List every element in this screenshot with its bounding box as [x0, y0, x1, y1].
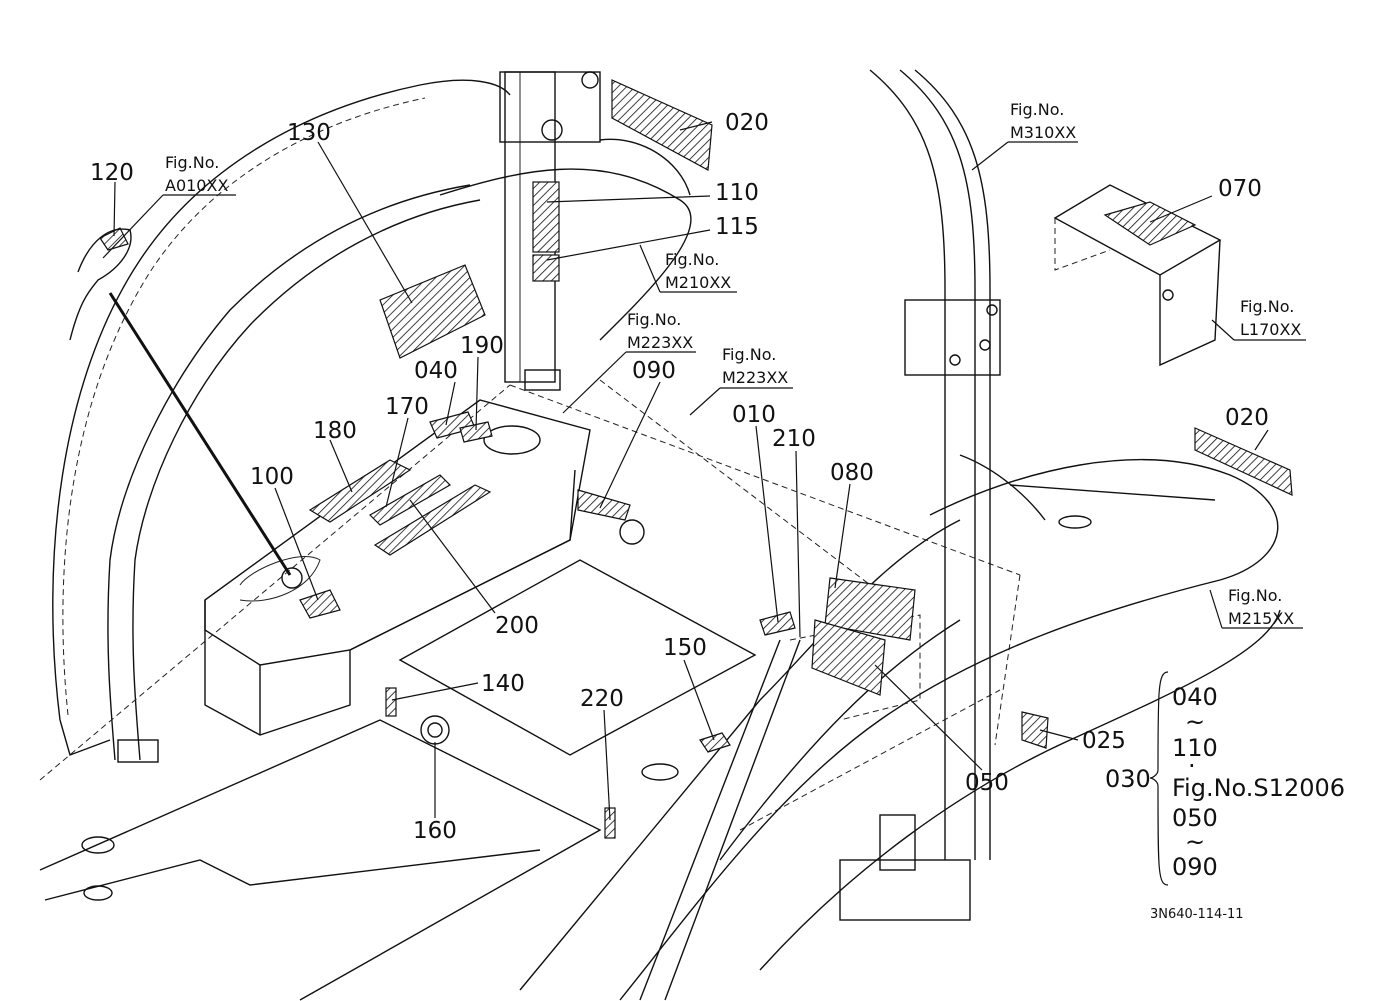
fig-ref-m210-title: Fig.No. [665, 250, 719, 269]
part-labels: 020 020 070 110 115 120 130 040 190 090 … [90, 110, 1269, 844]
label-050: 050 [965, 770, 1009, 796]
tractor-body-drawing [39, 69, 1281, 1001]
label-080: 080 [830, 460, 874, 486]
decal-110 [532, 181, 560, 253]
note-top-to: 110 [1172, 734, 1218, 762]
floor-plate [398, 559, 757, 756]
decal-200 [373, 484, 492, 556]
decal-115 [532, 254, 560, 282]
bracket-note: 030 040 ~ 110 · Fig.No.S12006 050 ~ 090 [1105, 671, 1345, 886]
figure-references: Fig.No. A010XX Fig.No. M310XX Fig.No. M2… [165, 100, 1301, 628]
decals [69, 79, 1293, 839]
decal-090 [577, 489, 631, 521]
note-mid-dot: · [1188, 752, 1196, 780]
fig-ref-l170-code: L170XX [1240, 320, 1301, 339]
rops-post-left [107, 184, 471, 761]
right-fender [619, 459, 1279, 1001]
label-210: 210 [772, 426, 816, 452]
label-020-right: 020 [1225, 405, 1269, 431]
label-170: 170 [385, 394, 429, 420]
label-040: 040 [414, 358, 458, 384]
label-140: 140 [481, 671, 525, 697]
label-190: 190 [460, 333, 504, 359]
fig-ref-m223b-code: M223XX [722, 368, 788, 387]
label-090: 090 [632, 358, 676, 384]
label-020-top: 020 [725, 110, 769, 136]
decal-120 [99, 227, 129, 251]
label-110: 110 [715, 180, 759, 206]
knob-160 [420, 715, 450, 745]
label-030: 030 [1105, 765, 1151, 793]
decal-150 [699, 732, 731, 753]
label-120: 120 [90, 160, 134, 186]
decal-070 [1103, 201, 1197, 246]
fig-ref-a010-code: A010XX [165, 176, 228, 195]
note-top-tilde: ~ [1185, 708, 1205, 736]
decal-190 [459, 421, 493, 443]
decal-130 [379, 264, 486, 359]
fig-ref-m223a-title: Fig.No. [627, 310, 681, 329]
decal-020-right [1194, 427, 1293, 496]
leader-lines [102, 121, 1306, 821]
rops-post-right [869, 69, 946, 860]
fig-ref-m310-title: Fig.No. [1010, 100, 1064, 119]
label-070: 070 [1218, 176, 1262, 202]
label-010: 010 [732, 402, 776, 428]
decal-100 [299, 589, 341, 619]
label-130: 130 [287, 120, 331, 146]
note-reference: Fig.No.S12006 [1172, 774, 1345, 802]
label-100: 100 [250, 464, 294, 490]
label-115: 115 [715, 214, 759, 240]
fig-ref-m223a-code: M223XX [627, 333, 693, 352]
label-220: 220 [580, 686, 624, 712]
label-160: 160 [413, 818, 457, 844]
fig-ref-l170-title: Fig.No. [1240, 297, 1294, 316]
fig-ref-m210-code: M210XX [665, 273, 731, 292]
lever-rod [108, 292, 292, 576]
label-180: 180 [313, 418, 357, 444]
fig-ref-m310-code: M310XX [1010, 123, 1076, 142]
decal-025 [1021, 711, 1049, 749]
label-150: 150 [663, 635, 707, 661]
decal-050 [811, 619, 886, 696]
decal-220 [604, 807, 616, 839]
decal-140 [385, 687, 397, 717]
fig-ref-m215-code: M215XX [1228, 609, 1294, 628]
lever-120 [69, 228, 132, 341]
fig-ref-a010-title: Fig.No. [165, 153, 219, 172]
fig-ref-m223b-title: Fig.No. [722, 345, 776, 364]
decal-180 [308, 459, 412, 523]
fig-ref-m215-title: Fig.No. [1228, 586, 1282, 605]
decal-080 [824, 577, 916, 641]
decal-020-top [611, 79, 713, 171]
decal-010 [759, 611, 796, 636]
left-fender [52, 79, 511, 721]
note-bottom-from: 050 [1172, 804, 1218, 832]
label-200: 200 [495, 613, 539, 639]
bracket [1149, 671, 1169, 886]
note-bottom-tilde: ~ [1185, 828, 1205, 856]
note-bottom-to: 090 [1172, 853, 1218, 881]
label-025: 025 [1082, 728, 1126, 754]
note-top-from: 040 [1172, 683, 1218, 711]
diagram-code: 3N640-114-11 [1150, 907, 1244, 922]
